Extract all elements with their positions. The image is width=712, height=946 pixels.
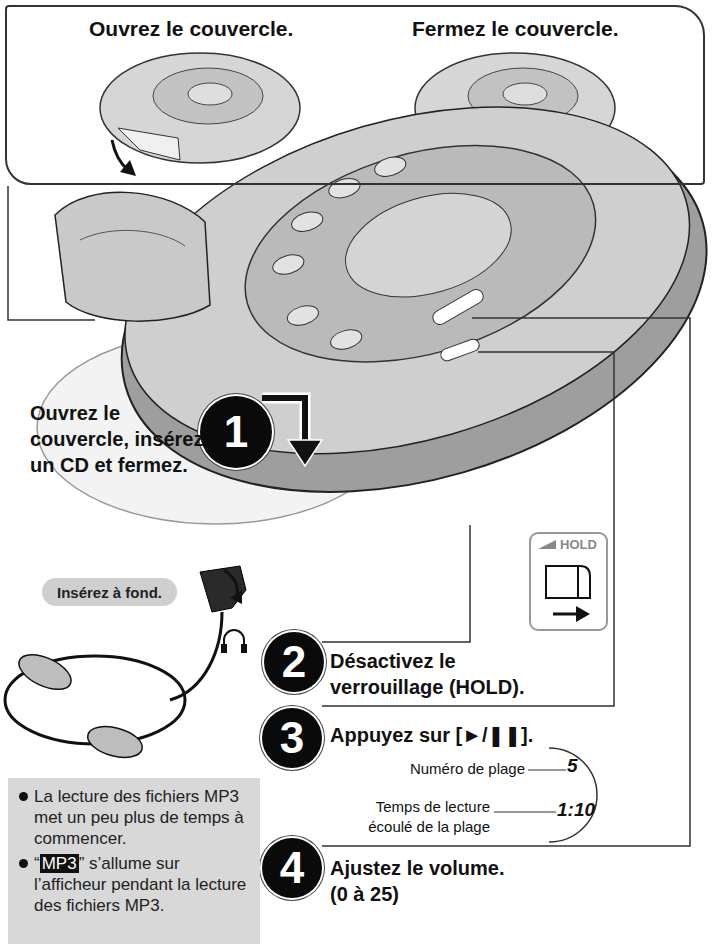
button	[328, 326, 364, 352]
display-outline	[549, 748, 597, 842]
player-body	[100, 53, 300, 163]
leader-line	[322, 525, 470, 642]
step-number: 2	[264, 632, 324, 692]
button	[289, 209, 325, 235]
switch-name: HOLD	[560, 537, 597, 553]
callout-number: 2	[282, 640, 306, 684]
step-number: 1	[200, 396, 272, 468]
player-hub	[188, 83, 232, 105]
leader-line	[528, 769, 566, 770]
player-ring	[153, 68, 263, 124]
note-text: La lecture des fichiers MP3 met un peu p…	[34, 787, 244, 848]
note-tag: Insérez à fond.	[42, 578, 177, 606]
button	[285, 302, 321, 328]
leader-line	[322, 352, 614, 706]
headphone-symbol	[221, 644, 227, 653]
callout-number: 4	[280, 846, 304, 890]
bullet-item: La lecture des fichiers MP3 met un peu p…	[18, 786, 252, 849]
display-caption: Temps de lecture écoulé de la plage	[350, 797, 490, 837]
button	[327, 175, 363, 201]
player-hub	[503, 83, 547, 105]
headphone-cable	[170, 612, 222, 700]
step-instruction: Ouvrez le couvercle, insérez un CD et fe…	[30, 400, 222, 478]
insert-arrow-head	[288, 440, 322, 466]
step-instruction: Ajustez le volume. (0 à 25)	[330, 855, 515, 907]
lid-latch	[118, 128, 180, 160]
button	[270, 252, 306, 278]
insert-plug-arrow-head	[230, 590, 242, 604]
callout-number: 3	[280, 716, 304, 760]
bullet-dot	[19, 792, 28, 801]
earpiece	[84, 721, 145, 763]
display-value: 5	[567, 755, 578, 777]
open-lid-thumbnail	[100, 53, 300, 176]
open-arrow-head	[120, 160, 136, 176]
callout-number: 1	[224, 410, 248, 454]
note-box: La lecture des fichiers MP3 met un peu p…	[8, 778, 260, 944]
display-readout: 5 1:10	[535, 745, 605, 845]
hold-inset	[530, 533, 607, 630]
step-instruction: Appuyez sur [►/❚❚].	[330, 722, 533, 748]
display-indicator: MP3	[40, 854, 79, 873]
display-caption: Numéro de plage	[395, 759, 525, 779]
step-number: 4	[262, 838, 322, 898]
hold-mark	[538, 540, 556, 549]
figure-frame: Ouvrez le couvercle. Fermez le couvercle.	[5, 5, 705, 185]
bullet-item: “MP3” s’allume sur l’afficheur pendant l…	[18, 853, 252, 916]
volume-button	[430, 287, 485, 327]
frame-caption: Fermez le couvercle.	[412, 17, 619, 41]
leader-line	[494, 811, 556, 812]
hold-switch	[546, 566, 590, 598]
play-button	[439, 338, 481, 363]
display-value: 1:10	[557, 799, 595, 821]
step-instruction: Désactivez le verrouillage (HOLD).	[330, 648, 555, 700]
step-number: 3	[262, 708, 322, 768]
latch-groove	[80, 230, 185, 246]
headphone-plug	[200, 566, 246, 612]
leader-line	[322, 318, 690, 846]
bullet-dot	[19, 859, 28, 868]
frame-caption: Ouvrez le couvercle.	[89, 17, 293, 41]
lid-ring	[220, 108, 621, 399]
note-text: “	[34, 854, 40, 873]
lid-latch	[55, 192, 210, 321]
hold-arrow-head	[576, 606, 590, 622]
hold-switch	[577, 566, 579, 598]
hold-arrow	[553, 613, 580, 616]
lid-hub	[333, 176, 523, 315]
button	[372, 154, 408, 180]
earpiece	[14, 647, 77, 696]
tag-text: Insérez à fond.	[57, 584, 162, 601]
headphone-symbol	[241, 644, 247, 653]
